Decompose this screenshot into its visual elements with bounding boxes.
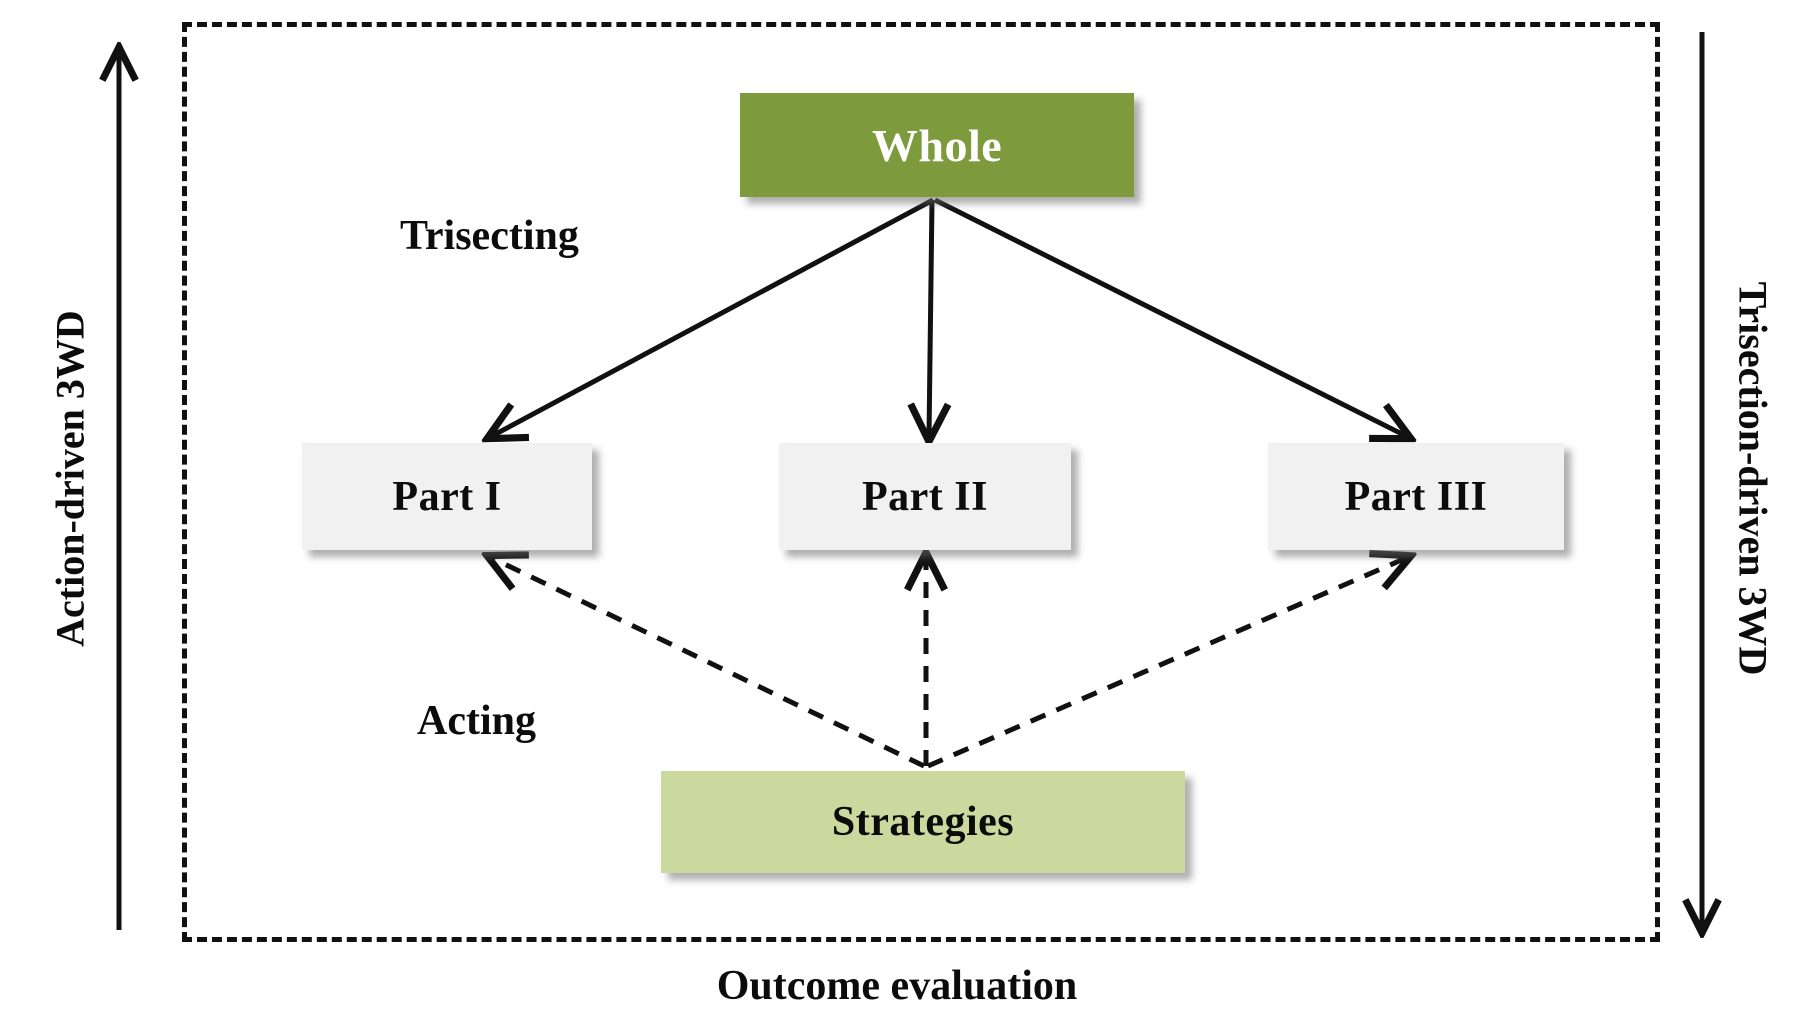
node-part-1[interactable]: Part I — [302, 443, 592, 550]
node-whole[interactable]: Whole — [740, 93, 1134, 197]
dashed-frame — [182, 22, 1660, 942]
label-trisecting: Trisecting — [400, 213, 579, 259]
label-action-driven-3wd: Action-driven 3WD — [47, 310, 93, 647]
label-trisection-driven-3wd: Trisection-driven 3WD — [1730, 281, 1776, 676]
node-strategies[interactable]: Strategies — [661, 771, 1185, 873]
node-part-2[interactable]: Part II — [779, 443, 1071, 550]
label-acting: Acting — [417, 698, 536, 744]
label-outcome-evaluation: Outcome evaluation — [716, 963, 1078, 1009]
node-part-3[interactable]: Part III — [1268, 443, 1564, 550]
